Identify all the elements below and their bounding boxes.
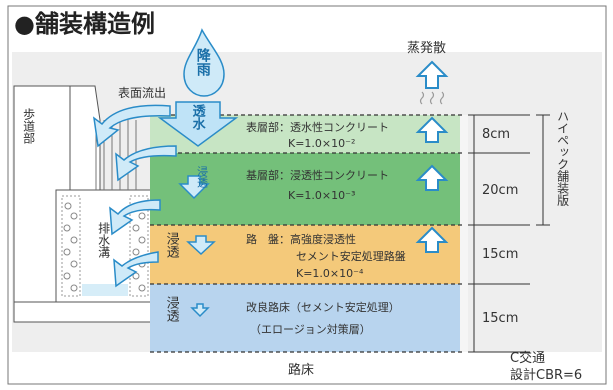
thickness-subgrade: 15cm (482, 311, 519, 326)
vapour-icon (419, 91, 445, 105)
pavement-bracket (536, 114, 550, 226)
rain-drop-icon (183, 28, 225, 97)
layer-roadbed-k: K=1.0×10⁻⁴ (296, 267, 364, 280)
up-arrow-surface-icon (415, 116, 449, 143)
layer-surface-name: 表層部 (246, 121, 279, 134)
permeation-label: 透水 (189, 104, 205, 130)
layer-roadbed-material2: セメント安定処理路盤 (296, 250, 406, 263)
runoff-arrows (93, 104, 177, 288)
seep-arrows (178, 175, 216, 318)
layer-roadbed-material: 高強度浸透性 (290, 233, 356, 246)
layer-base-k: K=1.0×10⁻³ (288, 189, 356, 202)
layer-base-name: 基層部 (246, 169, 279, 182)
pavement-name-label: ハイペック舗装版 (555, 110, 570, 206)
seep-arrow-subgrade-icon (190, 303, 210, 318)
drain-label: 排水溝 (96, 222, 111, 258)
rain-label: 降雨 (194, 48, 211, 76)
runoff-arrow-4-icon (113, 251, 159, 288)
surface-runoff-label: 表面流出 (118, 86, 167, 100)
design-cbr-label: 設計CBR=6 (510, 368, 583, 383)
drain-wall-left (61, 195, 81, 297)
traffic-class-label: C交通 (510, 351, 546, 366)
seep-label-base: 浸透 (195, 166, 209, 188)
up-arrow-roadbed-icon (415, 226, 449, 253)
subgrade-label: 路床 (288, 363, 315, 378)
runoff-arrow-1-icon (93, 104, 171, 148)
seep-arrow-roadbed-icon (186, 235, 216, 256)
seep-label-roadbed: 浸透 (163, 232, 179, 258)
thickness-base: 20cm (482, 183, 519, 198)
up-arrow-base-icon (415, 164, 449, 191)
layer-subgrade-name: 改良路床 (246, 301, 290, 314)
layer-subgrade-material: （セメント安定処理） (290, 301, 400, 314)
layer-subgrade-title: 改良路床（セメント安定処理） (246, 302, 400, 313)
layer-roadbed-title: 路 盤：高強度浸透性 (246, 233, 356, 246)
layer-base-title: 基層部：浸透性コンクリート (246, 169, 389, 182)
runoff-arrow-2-icon (115, 145, 177, 182)
drain-base (13, 301, 153, 323)
layer-base-material: 浸透性コンクリート (290, 169, 389, 182)
runoff-arrow-3-icon (109, 199, 161, 236)
drain-water (82, 284, 128, 296)
layer-roadbed-name: 路 盤 (246, 233, 279, 246)
layer-roadbed (150, 225, 460, 284)
seep-label-subgrade: 浸透 (163, 296, 179, 322)
up-arrows (415, 60, 449, 253)
thickness-roadbed: 15cm (482, 247, 519, 262)
diagram-title: ●舗装構造例 (14, 10, 155, 38)
layer-surface-title: 表層部：透水性コンクリート (246, 121, 389, 134)
layer-surface-material: 透水性コンクリート (290, 121, 389, 134)
layer-edge (460, 115, 468, 352)
layer-surface-k: K=1.0×10⁻² (288, 137, 356, 150)
thickness-dimensions (468, 114, 530, 353)
evaporation-arrow-icon (415, 60, 449, 89)
thickness-surface: 8cm (482, 127, 511, 142)
permeation-arrow-icon (157, 101, 239, 147)
layer-subgrade-material2: （エロージョン対策層） (250, 323, 371, 336)
gravel-pattern (63, 202, 146, 292)
layer-boundaries (150, 114, 462, 353)
seep-arrow-base-icon (178, 175, 210, 200)
sidewalk-label: 歩道部 (21, 108, 36, 144)
layer-subgrade-improved (150, 284, 460, 352)
evaporation-label: 蒸発散 (407, 41, 447, 56)
